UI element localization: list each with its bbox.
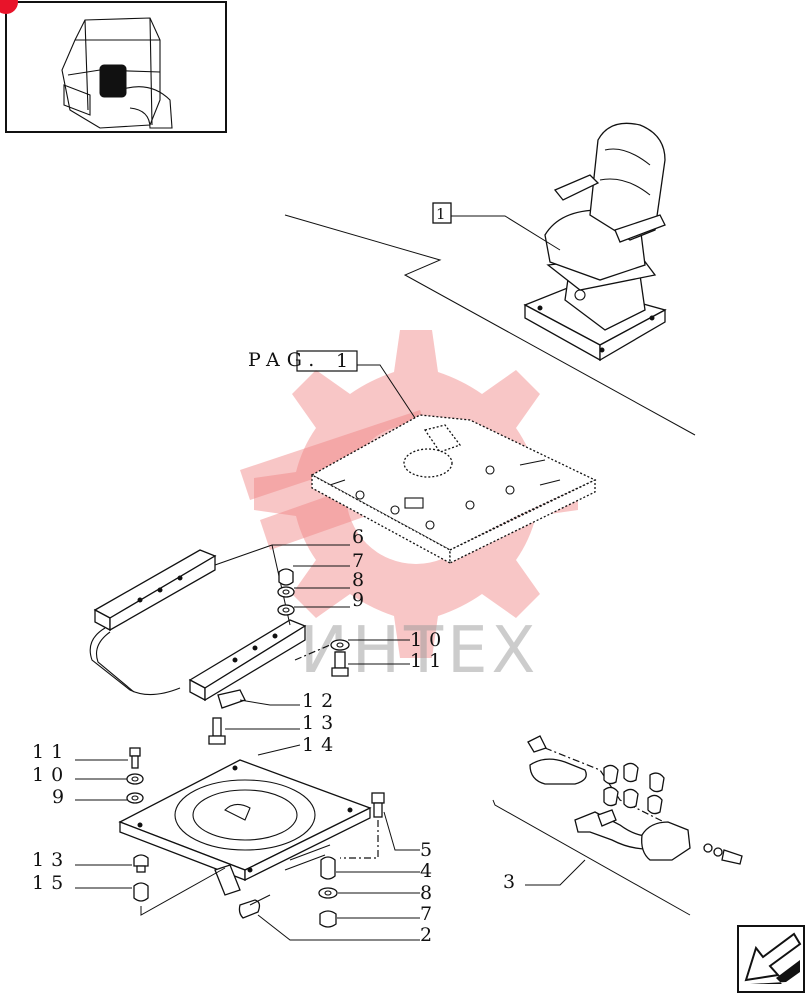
reference-break-line	[284, 214, 696, 436]
washer-9b-icon[interactable]	[126, 792, 144, 804]
washer-8a-icon[interactable]	[277, 586, 295, 598]
callout-13b: 13	[32, 849, 70, 871]
spacer-15-icon[interactable]	[133, 882, 149, 902]
seat-base-pan[interactable]	[310, 414, 597, 565]
callout-9a: 9	[352, 589, 371, 611]
belt-bracket-line	[492, 799, 691, 916]
callout-15: 15	[32, 872, 70, 894]
nut-7a-icon[interactable]	[278, 568, 294, 586]
leader-15-to-plate	[140, 867, 226, 916]
axis-line-belt	[544, 747, 691, 836]
leader-3	[525, 859, 586, 886]
callout-6: 6	[352, 526, 371, 548]
callout-11b: 11	[32, 741, 70, 763]
red-badge-icon	[0, 0, 18, 14]
callout-9b: 9	[52, 786, 71, 808]
seat-slide-rails[interactable]	[89, 549, 307, 709]
callout-8b: 8	[420, 882, 439, 904]
leader-12	[239, 699, 300, 706]
tractor-cab-thumbnail[interactable]	[0, 0, 227, 133]
washer-9a-icon[interactable]	[277, 604, 295, 616]
cab-sketch-icon	[61, 17, 173, 129]
leader-14	[257, 744, 301, 756]
bolt-5-icon[interactable]	[371, 792, 385, 818]
nut-7b-icon[interactable]	[319, 910, 337, 928]
leader-2	[257, 914, 420, 941]
swivel-plate[interactable]	[118, 759, 372, 919]
callout-3: 3	[503, 871, 522, 893]
seat-belt-assembly[interactable]	[527, 735, 743, 865]
washer-10a-icon[interactable]	[330, 639, 350, 651]
callout-8a: 8	[352, 569, 371, 591]
seat-ref-box	[432, 202, 452, 224]
page-ref-prefix: PAG.	[248, 349, 321, 371]
page-ref-box	[296, 350, 358, 372]
bolt-13a-icon[interactable]	[208, 717, 226, 745]
page-ref-leader	[357, 364, 416, 419]
leader-5	[383, 811, 420, 851]
axis-line-5	[340, 820, 379, 859]
seat-ref-number: 1	[436, 205, 453, 223]
bolt-11b-icon[interactable]	[129, 747, 141, 769]
washer-8b-icon[interactable]	[318, 887, 338, 899]
bolt-13b-icon[interactable]	[133, 854, 149, 873]
callout-7b: 7	[420, 903, 439, 925]
previous-page-arrow-button[interactable]	[737, 925, 805, 993]
page-ref-number: 1	[336, 350, 355, 372]
callout-10a: 10	[410, 629, 448, 651]
complete-seat-assembly[interactable]	[523, 122, 667, 362]
callout-7a: 7	[352, 550, 371, 572]
callout-11a: 11	[410, 650, 448, 672]
callout-5: 5	[420, 839, 439, 861]
axis-line-10	[294, 644, 331, 661]
callout-2: 2	[420, 924, 439, 946]
callout-12: 12	[302, 690, 340, 712]
arrow-down-left-icon	[744, 932, 802, 984]
washer-10b-icon[interactable]	[126, 773, 144, 785]
callout-14: 14	[302, 734, 340, 756]
callout-10b: 10	[32, 764, 70, 786]
seat-ref-leader	[451, 215, 561, 251]
spacer-4-icon[interactable]	[320, 856, 336, 880]
callout-13a: 13	[302, 712, 340, 734]
callout-4: 4	[420, 860, 439, 882]
bolt-11a-icon[interactable]	[331, 651, 349, 677]
